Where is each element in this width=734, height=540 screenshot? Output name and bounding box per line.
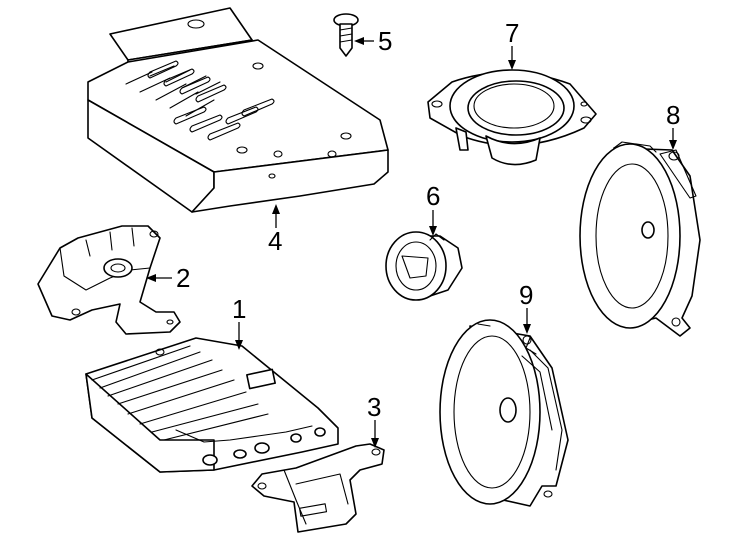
callout-7: 7 [505, 18, 519, 70]
part-8-speaker [579, 141, 701, 337]
callout-label-9: 9 [519, 280, 533, 310]
part-5-screw [333, 13, 359, 57]
callout-label-4: 4 [268, 226, 282, 256]
callout-4: 4 [268, 204, 282, 256]
callout-label-2: 2 [176, 263, 190, 293]
callout-9: 9 [519, 280, 533, 334]
callout-6: 6 [426, 181, 440, 236]
callout-label-5: 5 [378, 26, 392, 56]
callout-5: 5 [354, 26, 392, 56]
part-9-speaker [439, 319, 569, 507]
callout-label-1: 1 [232, 294, 246, 324]
callout-label-6: 6 [426, 181, 440, 211]
callout-3: 3 [367, 392, 381, 448]
part-6-tweeter [385, 231, 463, 301]
part-3-plate [251, 443, 385, 533]
part-4-cover [87, 7, 389, 213]
vent-slots [147, 60, 275, 141]
part-7-speaker [427, 69, 597, 166]
callout-label-7: 7 [505, 18, 519, 48]
callout-8: 8 [666, 100, 680, 150]
callout-1: 1 [232, 294, 246, 350]
part-2-bracket [37, 225, 181, 335]
callout-label-8: 8 [666, 100, 680, 130]
callout-label-3: 3 [367, 392, 381, 422]
callout-2: 2 [146, 263, 190, 293]
part-1-amplifier [85, 337, 339, 473]
